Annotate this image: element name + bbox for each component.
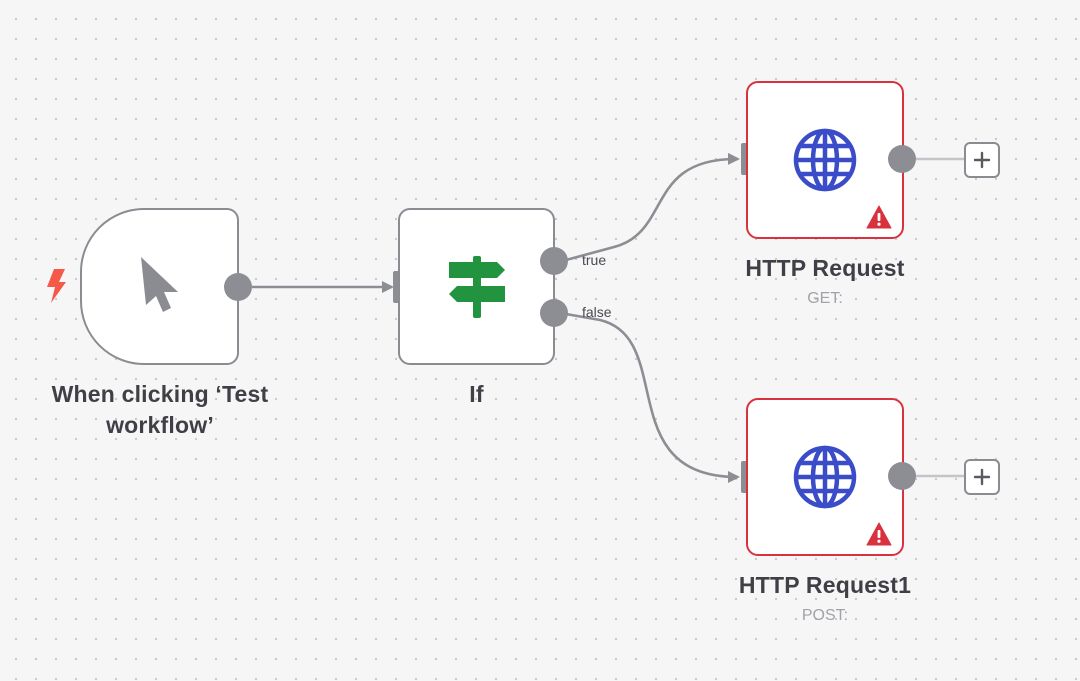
http-request-node[interactable] xyxy=(746,81,904,239)
trigger-node-label: When clicking ‘Test workflow’ xyxy=(51,381,269,438)
cursor-icon xyxy=(140,256,178,312)
warning-icon[interactable] xyxy=(866,205,892,229)
http-request1-output-handle[interactable] xyxy=(888,462,916,490)
if-output-false-label: false xyxy=(582,304,612,320)
if-node-icon-wrap xyxy=(400,210,553,363)
if-output-false-handle[interactable] xyxy=(540,299,568,327)
trigger-output-handle[interactable] xyxy=(224,273,252,301)
http-request1-node[interactable] xyxy=(746,398,904,556)
plus-icon xyxy=(973,151,991,169)
globe-icon xyxy=(793,128,857,192)
http-request1-add-node-button[interactable] xyxy=(964,459,1000,495)
if-output-true-handle[interactable] xyxy=(540,247,568,275)
signpost-icon xyxy=(448,255,505,318)
http-request-label: HTTP Request xyxy=(745,255,905,281)
lightning-bolt-icon xyxy=(47,269,66,303)
http-request-icon-wrap xyxy=(748,83,902,237)
globe-icon xyxy=(793,445,857,509)
http-request1-label: HTTP Request1 xyxy=(738,572,912,598)
if-node[interactable] xyxy=(398,208,555,365)
http-request-subtitle: GET: xyxy=(807,290,843,307)
http-request1-subtitle: POST: xyxy=(801,607,849,624)
if-node-label: If xyxy=(469,381,484,407)
connection-true-to-http-request[interactable] xyxy=(565,152,740,262)
warning-icon[interactable] xyxy=(866,522,892,546)
http-request-output-handle[interactable] xyxy=(888,145,916,173)
if-output-true-label: true xyxy=(582,252,607,268)
http-request1-icon-wrap xyxy=(748,400,902,554)
plus-icon xyxy=(973,468,991,486)
http-request-add-node-button[interactable] xyxy=(964,142,1000,178)
trigger-node[interactable] xyxy=(80,208,239,365)
connection-false-to-http-request1[interactable] xyxy=(565,312,740,483)
trigger-node-icon-wrap xyxy=(82,210,237,363)
